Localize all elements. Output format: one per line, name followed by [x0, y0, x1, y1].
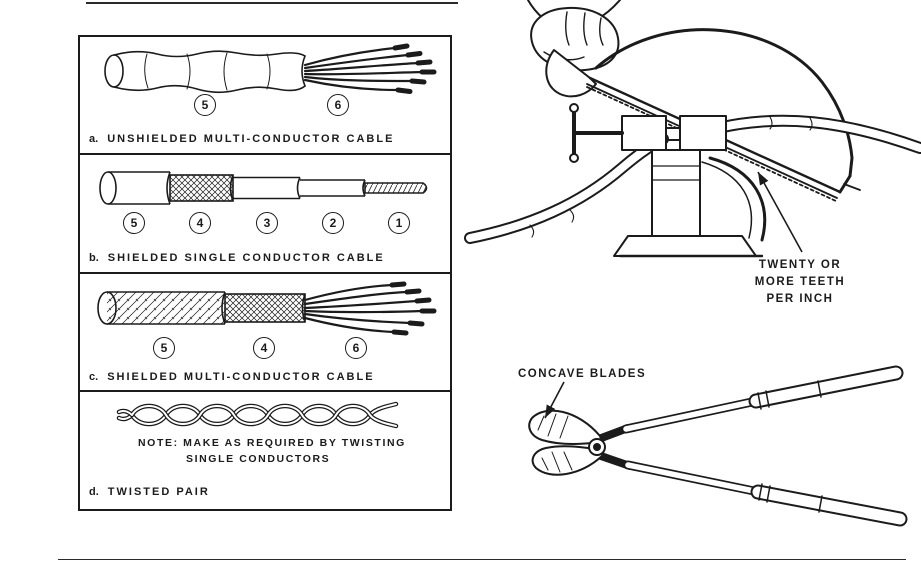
callout-2: 2: [322, 212, 344, 234]
blades-callout-arrow: [544, 381, 565, 419]
section-d-title: TWISTED PAIR: [107, 486, 210, 498]
callout-4: 4: [189, 212, 211, 234]
callout-3: 3: [256, 212, 278, 234]
teeth-callout-arrow: [757, 171, 803, 253]
callout-1: 1: [388, 212, 410, 234]
cable-cutter-illustration: [528, 365, 908, 527]
cable-types-box: 5 6 a. UNSHIELDED MULTI-CONDUCTOR CABLE: [78, 35, 452, 511]
section-b-caption: b. SHIELDED SINGLE CONDUCTOR CABLE: [89, 252, 385, 264]
section-c-letter: c.: [89, 371, 99, 383]
fanned-conductors: [303, 43, 437, 94]
unshielded-cable-illustration: [104, 43, 437, 94]
concave-blades: [528, 409, 605, 476]
section-b-letter: b.: [89, 252, 99, 264]
twisted-pair-illustration: [116, 401, 399, 429]
page-edge-bottom: [58, 559, 906, 560]
section-c-title: SHIELDED MULTI-CONDUCTOR CABLE: [107, 371, 375, 383]
twisted-strands: [116, 401, 399, 429]
section-d-caption: d. TWISTED PAIR: [89, 486, 210, 498]
upper-handle: [621, 365, 904, 434]
vise: [569, 103, 767, 258]
callout-5: 5: [123, 212, 145, 234]
hacksaw-caption-line-2: MORE TEETH: [754, 276, 846, 288]
fanned-conductors: [303, 281, 437, 336]
section-a-letter: a.: [89, 133, 99, 145]
cable-type-section-a: 5 6 a. UNSHIELDED MULTI-CONDUCTOR CABLE: [80, 37, 450, 155]
shielded-single-cable-illustration: [99, 171, 428, 205]
section-b-title: SHIELDED SINGLE CONDUCTOR CABLE: [107, 252, 385, 264]
section-c-caption: c. SHIELDED MULTI-CONDUCTOR CABLE: [89, 371, 375, 383]
cutters-caption: CONCAVE BLADES: [518, 368, 647, 380]
saw-frame: [594, 28, 854, 178]
cable-type-section-b: 5 4 3 2 1 b. SHIELDED SINGLE CONDUCTOR CA…: [80, 155, 450, 274]
callout-5: 5: [194, 94, 216, 116]
saw-teeth: [586, 86, 837, 202]
stripped-cable-layers: [99, 171, 428, 205]
page-edge-top: [86, 2, 458, 4]
shielded-multi-cable-illustration: [97, 281, 437, 336]
hacksaw-caption: TWENTY OR MORE TEETH PER INCH: [735, 257, 865, 308]
cable-jacket: [104, 50, 306, 94]
section-a-title: UNSHIELDED MULTI-CONDUCTOR CABLE: [107, 133, 395, 145]
callout-4: 4: [253, 337, 275, 359]
callout-6: 6: [327, 94, 349, 116]
section-a-caption: a. UNSHIELDED MULTI-CONDUCTOR CABLE: [89, 133, 394, 145]
hacksaw-caption-line-3: PER INCH: [766, 293, 834, 305]
callout-6: 6: [345, 337, 367, 359]
twisted-pair-note-line-2: SINGLE CONDUCTORS: [186, 453, 331, 465]
cable-type-section-c: 5 4 6 c. SHIELDED MULTI-CONDUCTOR CABLE: [80, 274, 450, 392]
lower-handle: [623, 460, 908, 527]
hacksaw-caption-line-1: TWENTY OR: [758, 259, 842, 271]
hacksaw-vise-illustration: [464, 0, 921, 258]
twisted-pair-note-line-1: NOTE: MAKE AS REQUIRED BY TWISTING: [138, 437, 406, 449]
shield-layers: [97, 291, 306, 325]
cable-type-section-d: NOTE: MAKE AS REQUIRED BY TWISTING SINGL…: [80, 392, 450, 507]
callout-5: 5: [153, 337, 175, 359]
section-d-letter: d.: [89, 486, 99, 498]
